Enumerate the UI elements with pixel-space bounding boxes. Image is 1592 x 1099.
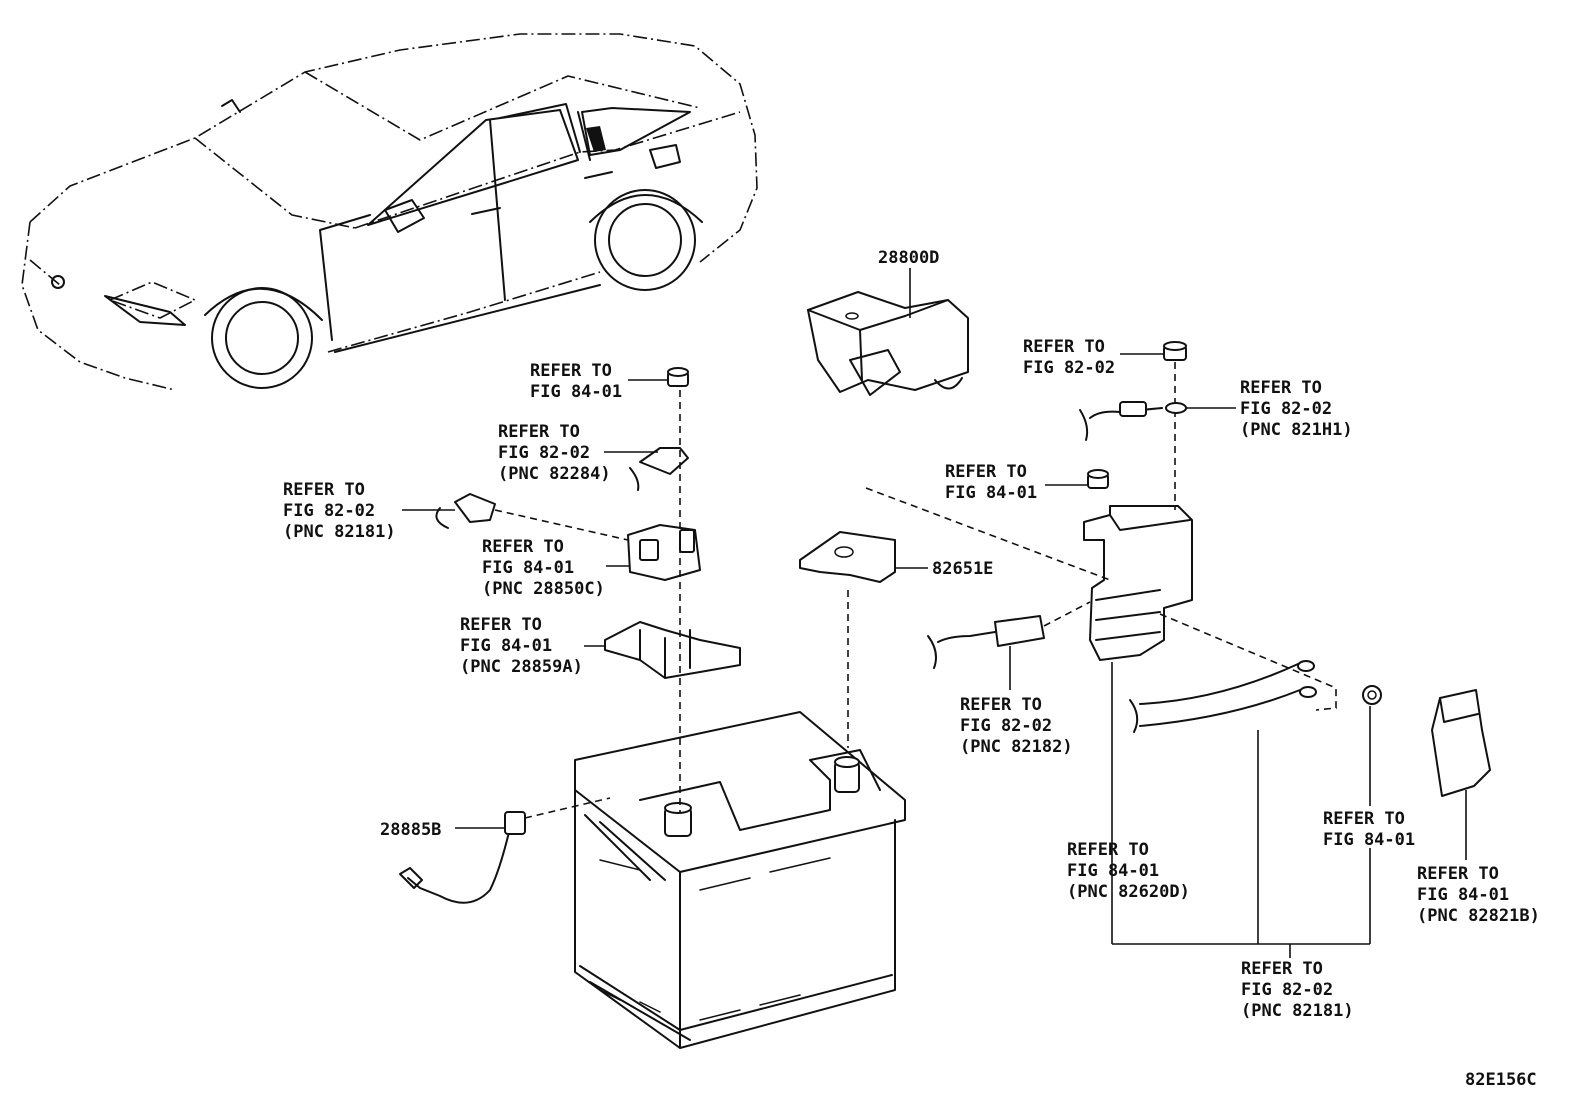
refer-to-top-bolt: REFER TO FIG 84-01 xyxy=(530,361,622,402)
refer-to-pnc-82182: REFER TO FIG 82-02 (PNC 82182) xyxy=(960,695,1073,757)
refer-to-pnc-82620D: REFER TO FIG 84-01 (PNC 82620D) xyxy=(1067,840,1190,902)
refer-to-pnc-821H1: REFER TO FIG 82-02 (PNC 821H1) xyxy=(1240,378,1353,440)
refer-to-pnc-28859A: REFER TO FIG 84-01 (PNC 28859A) xyxy=(460,615,583,677)
guide-line-diagonal xyxy=(865,487,1111,581)
part-number-82651E: 82651E xyxy=(932,559,993,579)
refer-to-pnc-82181-left: REFER TO FIG 82-02 (PNC 82181) xyxy=(283,480,396,542)
terminal-assembly-right xyxy=(927,341,1491,958)
refer-to-pnc-82821B: REFER TO FIG 84-01 (PNC 82821B) xyxy=(1417,864,1540,926)
bracket-82651E xyxy=(799,531,928,583)
refer-to-nut: REFER TO FIG 84-01 xyxy=(1323,809,1415,850)
terminal-stack-left xyxy=(402,367,741,812)
refer-to-mid-bolt: REFER TO FIG 84-01 xyxy=(945,462,1037,503)
refer-to-pnc-82181-bottom: REFER TO FIG 82-02 (PNC 82181) xyxy=(1241,959,1354,1021)
part-number-28800D: 28800D xyxy=(878,248,939,268)
figure-code: 82E156C xyxy=(1465,1070,1537,1090)
vehicle-illustration xyxy=(21,33,758,391)
battery-illustration xyxy=(574,711,906,1049)
part-number-28885B: 28885B xyxy=(380,820,441,840)
refer-to-pnc-82284: REFER TO FIG 82-02 (PNC 82284) xyxy=(498,422,611,484)
refer-to-right-top-bolt: REFER TO FIG 82-02 xyxy=(1023,337,1115,378)
fuse-box-28800D xyxy=(807,268,969,396)
refer-to-pnc-28850C: REFER TO FIG 84-01 (PNC 28850C) xyxy=(482,537,605,599)
sensor-cable-28885B xyxy=(399,797,611,904)
